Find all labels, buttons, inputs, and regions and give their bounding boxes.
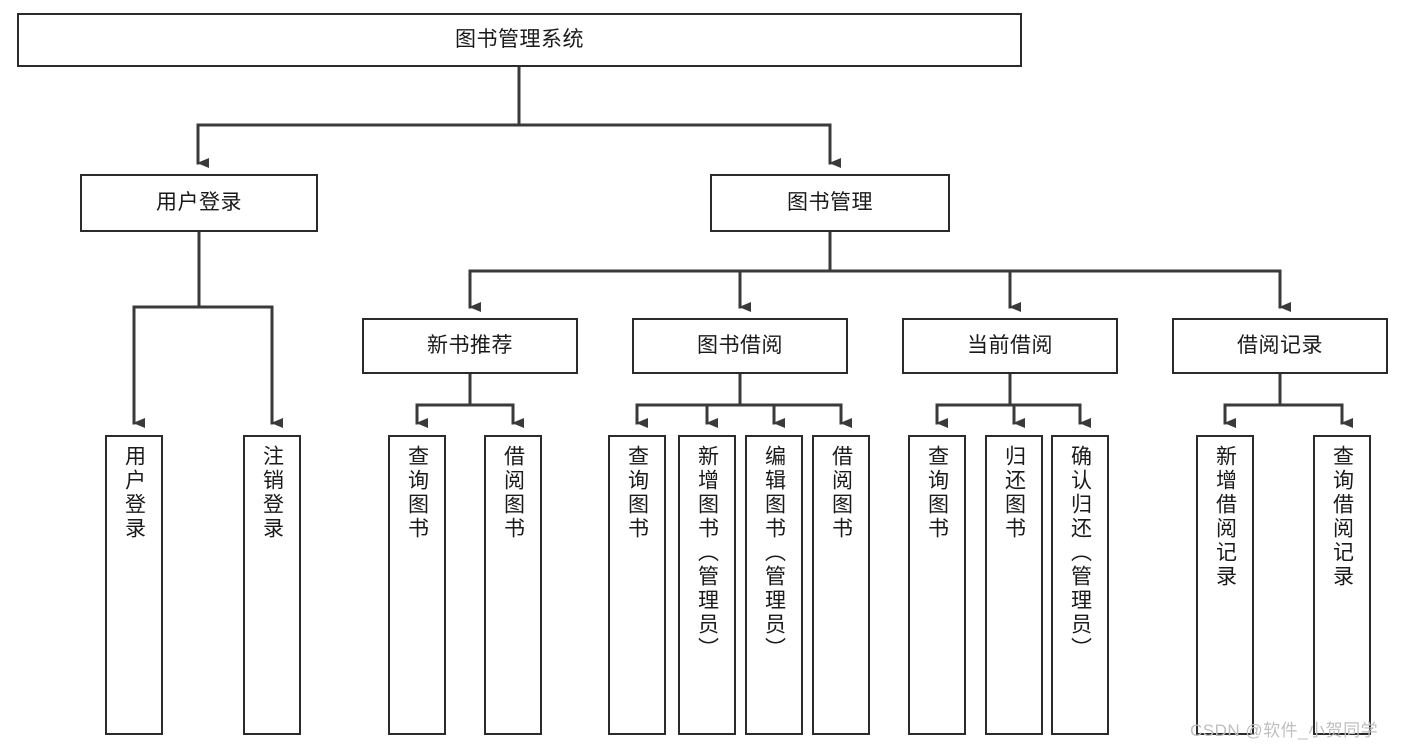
leaf-borrow-book-newbook-label: 借阅图书 (501, 445, 525, 541)
leaf-query-book-newbook-label: 查询图书 (405, 445, 429, 541)
node-book-borrow[interactable]: 图书借阅 (632, 318, 848, 374)
node-user-login[interactable]: 用户登录 (80, 174, 318, 232)
node-new-book-recommend-label: 新书推荐 (427, 334, 513, 358)
leaf-borrow-book-label: 借阅图书 (829, 445, 853, 541)
leaf-query-borrow-record-label: 查询借阅记录 (1330, 445, 1354, 589)
leaf-query-book-current-label: 查询图书 (925, 445, 949, 541)
leaf-return-book-label: 归还图书 (1002, 445, 1026, 541)
node-book-management-label: 图书管理 (787, 191, 873, 215)
leaf-confirm-return-admin[interactable]: 确认归还（管理员） (1051, 435, 1109, 735)
node-book-management[interactable]: 图书管理 (710, 174, 950, 232)
node-user-login-label: 用户登录 (156, 191, 242, 215)
node-root[interactable]: 图书管理系统 (17, 13, 1022, 67)
node-current-borrow-label: 当前借阅 (967, 334, 1053, 358)
leaf-add-borrow-record-label: 新增借阅记录 (1213, 445, 1237, 589)
node-borrow-record-label: 借阅记录 (1237, 334, 1323, 358)
leaf-return-book[interactable]: 归还图书 (985, 435, 1043, 735)
leaf-user-login[interactable]: 用户登录 (105, 435, 163, 735)
leaf-query-borrow-record[interactable]: 查询借阅记录 (1313, 435, 1371, 735)
leaf-logout-label: 注销登录 (260, 445, 284, 541)
leaf-edit-book-admin-label: 编辑图书（管理员） (762, 445, 786, 661)
leaf-query-book-current[interactable]: 查询图书 (908, 435, 966, 735)
leaf-add-book-admin-label: 新增图书（管理员） (695, 445, 719, 661)
node-book-borrow-label: 图书借阅 (697, 334, 783, 358)
leaf-borrow-book[interactable]: 借阅图书 (812, 435, 870, 735)
leaf-query-book-newbook[interactable]: 查询图书 (388, 435, 446, 735)
node-borrow-record[interactable]: 借阅记录 (1172, 318, 1388, 374)
node-current-borrow[interactable]: 当前借阅 (902, 318, 1118, 374)
leaf-confirm-return-admin-label: 确认归还（管理员） (1068, 445, 1092, 661)
node-new-book-recommend[interactable]: 新书推荐 (362, 318, 578, 374)
node-root-label: 图书管理系统 (455, 28, 584, 52)
leaf-logout[interactable]: 注销登录 (243, 435, 301, 735)
leaf-user-login-label: 用户登录 (122, 445, 146, 541)
leaf-add-book-admin[interactable]: 新增图书（管理员） (678, 435, 736, 735)
leaf-query-book-borrow-label: 查询图书 (625, 445, 649, 541)
leaf-borrow-book-newbook[interactable]: 借阅图书 (484, 435, 542, 735)
leaf-add-borrow-record[interactable]: 新增借阅记录 (1196, 435, 1254, 735)
leaf-edit-book-admin[interactable]: 编辑图书（管理员） (745, 435, 803, 735)
leaf-query-book-borrow[interactable]: 查询图书 (608, 435, 666, 735)
